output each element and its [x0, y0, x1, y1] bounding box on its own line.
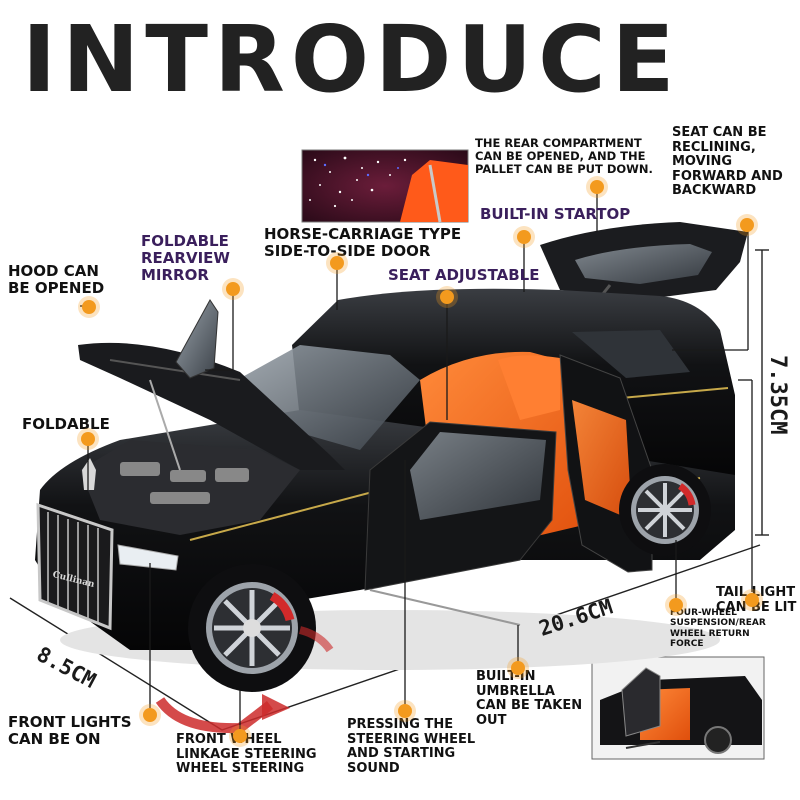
marker-dot — [81, 432, 95, 446]
rear-wheel — [619, 464, 711, 556]
callout-seat-reclining: SEAT CAN BE RECLINING, MOVING FORWARD AN… — [672, 125, 783, 199]
callout-horse-carriage-door: HORSE-CARRIAGE TYPE SIDE-TO-SIDE DOOR — [264, 225, 462, 260]
marker-dot — [398, 704, 412, 718]
callout-umbrella: BUILT-IN UMBRELLA CAN BE TAKEN OUT — [476, 669, 583, 728]
marker-dot — [226, 282, 240, 296]
callout-hood: HOOD CAN BE OPENED — [8, 262, 105, 297]
marker-dot — [330, 256, 344, 270]
callout-steering-sound: PRESSING THE STEERING WHEEL AND STARTING… — [347, 717, 476, 776]
marker-dot — [590, 180, 604, 194]
height-dimension: 7.35CM — [765, 355, 790, 435]
callout-front-wheel: FRONT WHEEL LINKAGE STEERING WHEEL STEER… — [176, 732, 317, 777]
callout-front-lights: FRONT LIGHTS CAN BE ON — [8, 713, 132, 748]
callout-rear-compartment: THE REAR COMPARTMENT CAN BE OPENED, AND … — [475, 136, 653, 176]
front-wheel — [188, 564, 316, 692]
marker-dot — [517, 230, 531, 244]
leader-lines — [80, 187, 753, 735]
marker-dot — [669, 598, 683, 612]
rear-corner-inset — [591, 656, 765, 760]
callout-foldable: FOLDABLE — [22, 415, 110, 433]
page-title: INTRODUCE — [22, 6, 681, 113]
marker-dot — [82, 300, 96, 314]
marker-dot — [745, 593, 759, 607]
callout-built-in-startop: BUILT-IN STARTOP — [480, 205, 631, 223]
marker-dot — [143, 708, 157, 722]
callout-foldable-mirror: FOLDABLE REARVIEW MIRROR — [141, 232, 230, 284]
callout-seat-adjustable: SEAT ADJUSTABLE — [388, 266, 540, 284]
marker-dot — [511, 661, 525, 675]
marker-dot — [740, 218, 754, 232]
open-roof-panel — [540, 222, 748, 301]
marker-dot — [440, 290, 454, 304]
callout-suspension: FOUR-WHEEL SUSPENSION/REAR WHEEL RETURN … — [670, 608, 766, 650]
marker-dot — [233, 729, 247, 743]
star-ceiling-inset — [301, 149, 469, 223]
car-body — [35, 288, 735, 734]
